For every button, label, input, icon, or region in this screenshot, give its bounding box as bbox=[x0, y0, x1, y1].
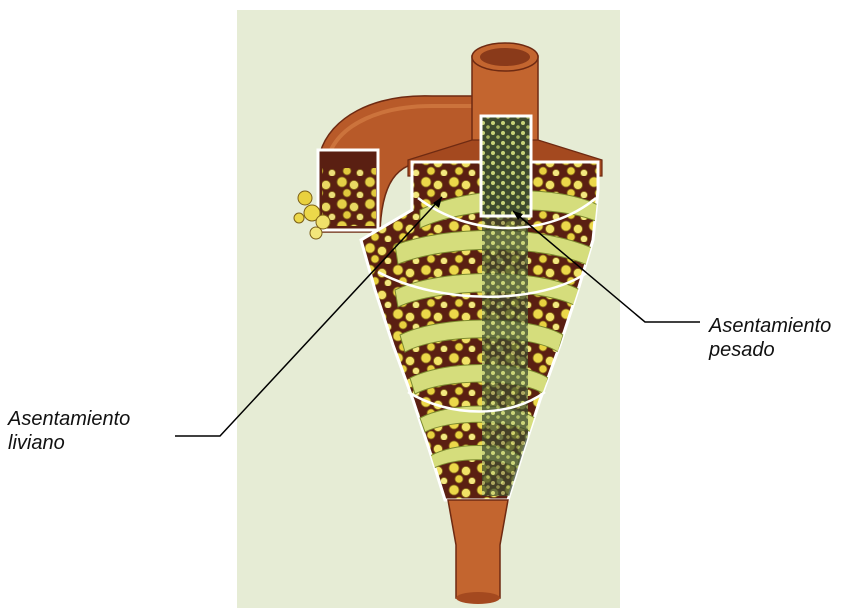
label-light-line1: Asentamiento bbox=[8, 407, 130, 431]
label-asentamiento-pesado: Asentamiento pesado bbox=[709, 314, 831, 362]
label-heavy-line2: pesado bbox=[709, 338, 831, 362]
vortex-finder bbox=[481, 116, 531, 216]
label-asentamiento-liviano: Asentamiento liviano bbox=[8, 407, 130, 455]
label-heavy-line1: Asentamiento bbox=[709, 314, 831, 338]
underflow-pipe bbox=[448, 500, 508, 598]
label-light-line2: liviano bbox=[8, 431, 130, 455]
